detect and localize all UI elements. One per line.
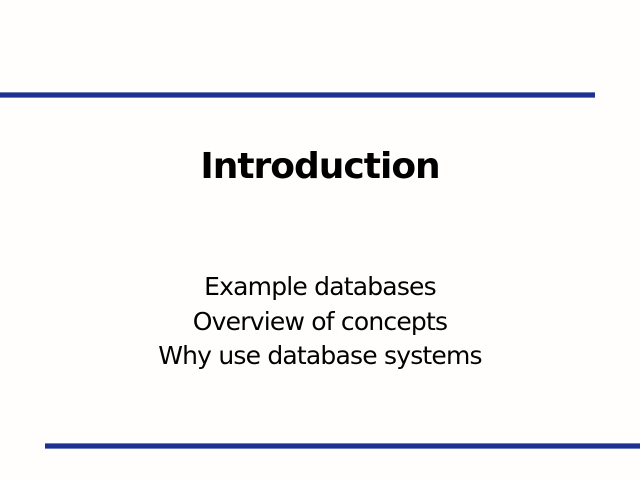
top-divider-line [0,92,595,98]
body-line-example-databases: Example databases [204,272,437,301]
body-line-overview-of-concepts: Overview of concepts [192,306,448,336]
slide-body: Example databases Overview of concepts W… [0,270,640,374]
bottom-divider-line [45,443,640,449]
body-line-why-use-database-systems: Why use database systems [158,341,482,371]
slide-title: Introduction [200,146,440,187]
